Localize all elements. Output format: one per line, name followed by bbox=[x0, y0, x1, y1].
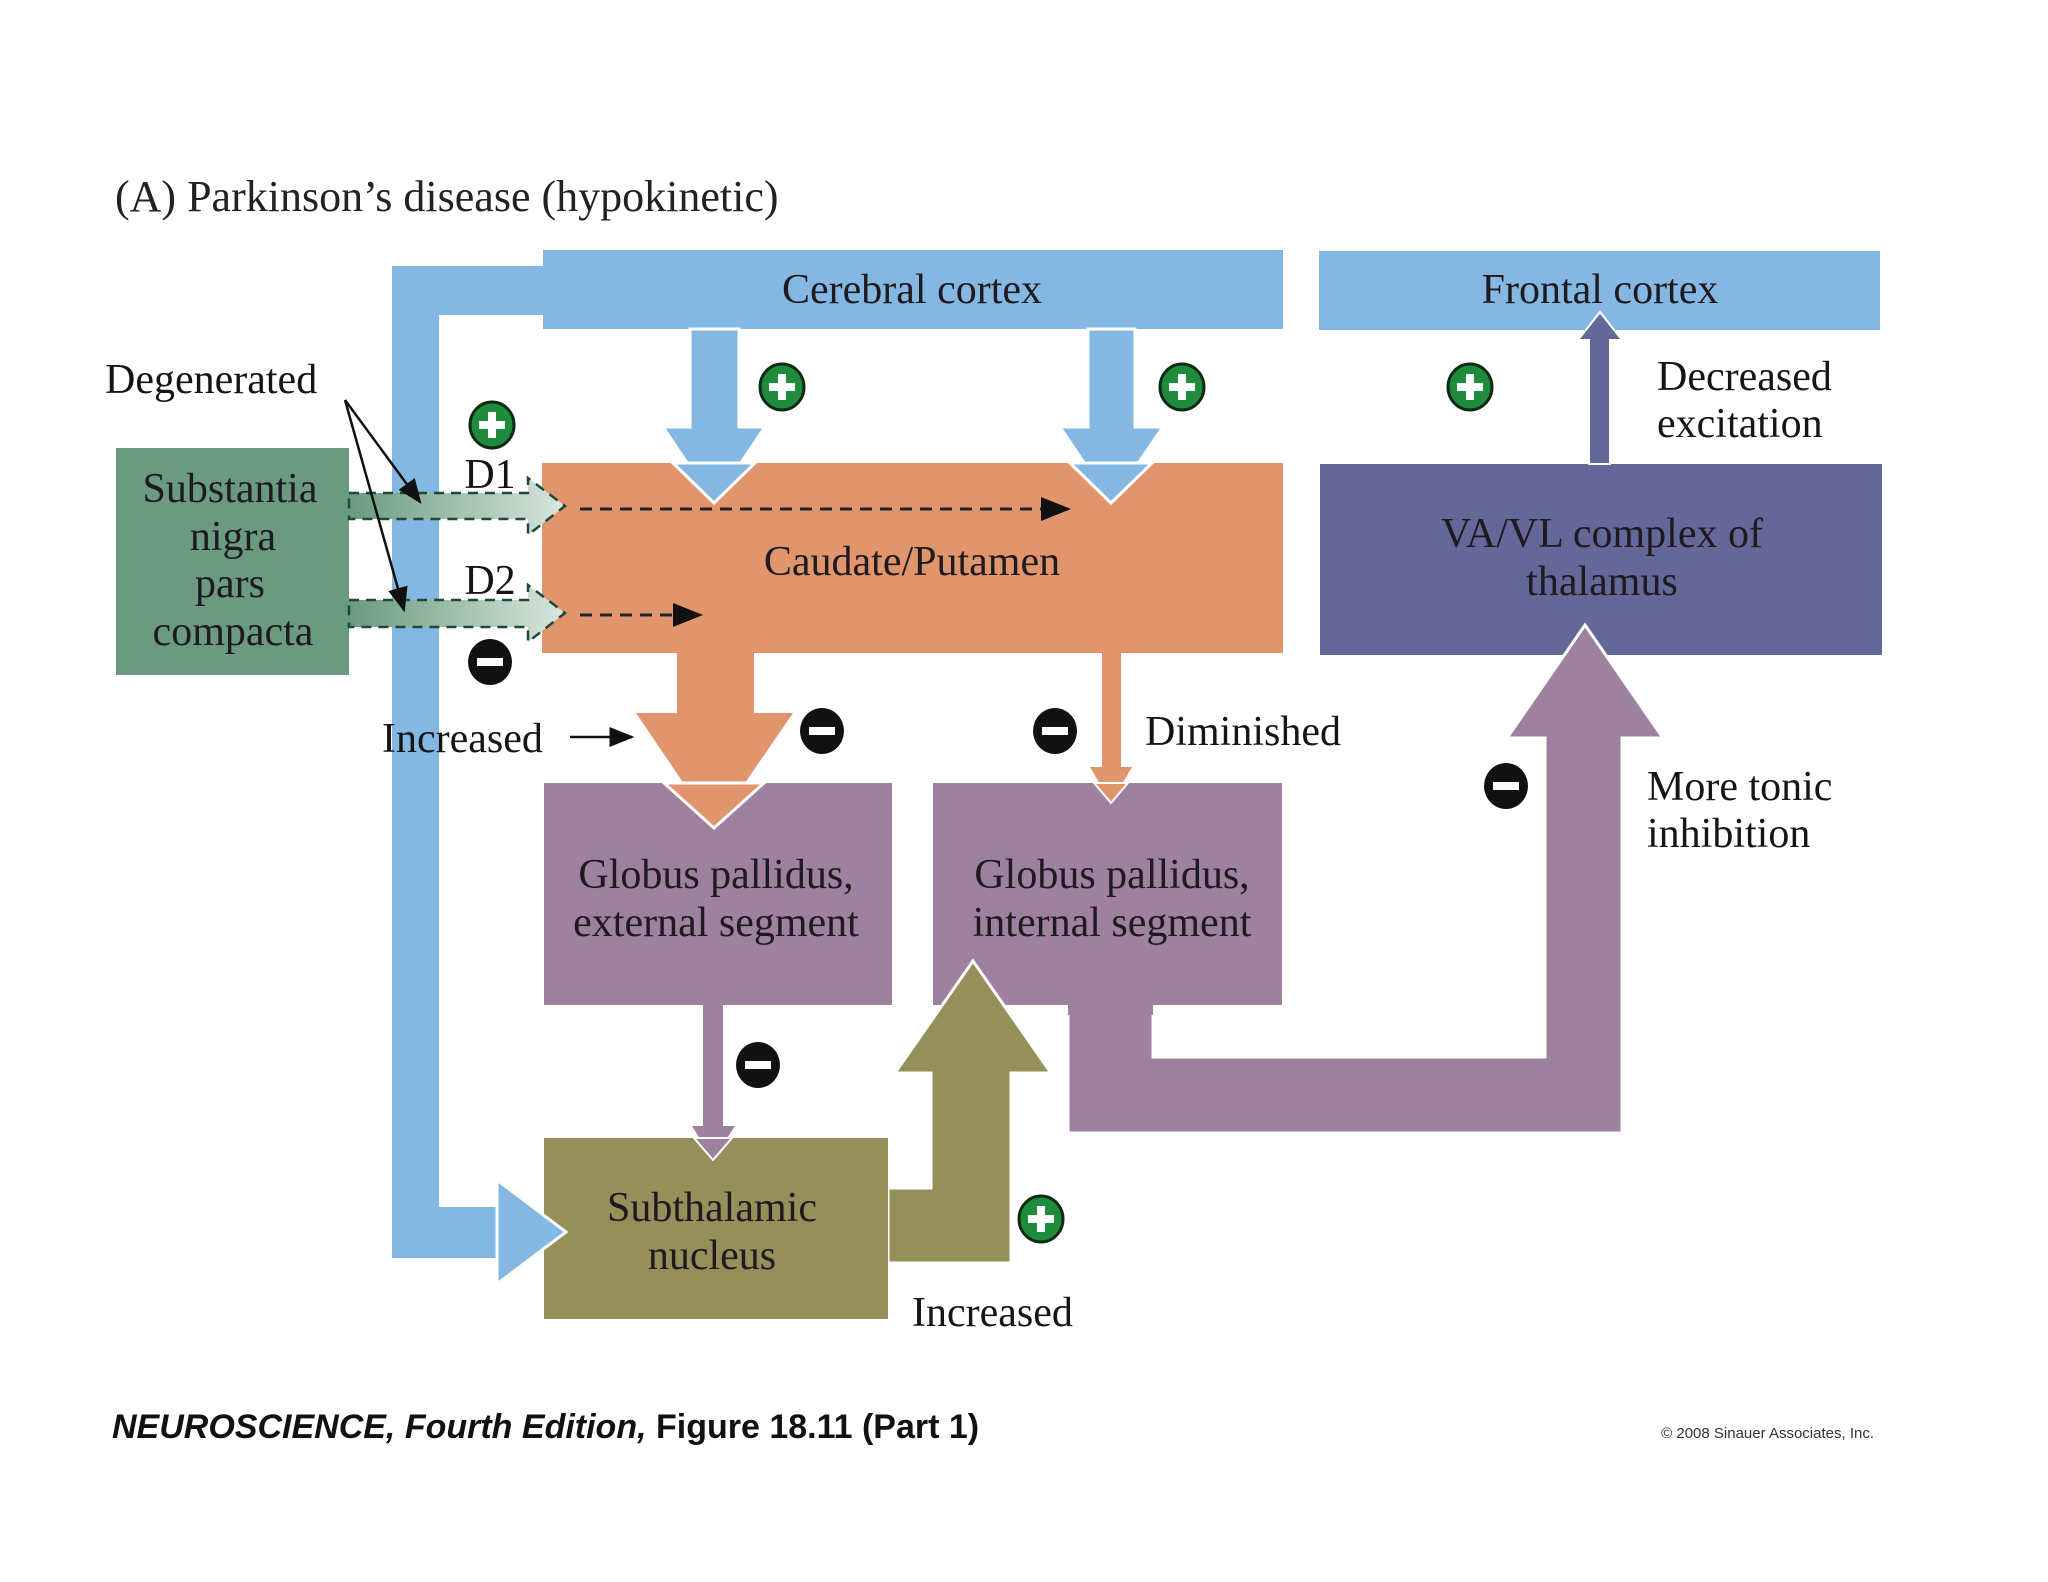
stn-label-line1: Subthalamic bbox=[607, 1185, 817, 1231]
frontal-cortex-label: Frontal cortex bbox=[1482, 267, 1719, 313]
gpi-label-line1: Globus pallidus, bbox=[974, 852, 1249, 898]
gpi-loop-join bbox=[1068, 995, 1153, 1015]
d2-label: D2 bbox=[464, 558, 515, 604]
thalamus-box bbox=[1320, 464, 1882, 655]
gpi-box bbox=[933, 783, 1282, 1005]
sign-horizontal-bar bbox=[769, 383, 795, 391]
d1-excitatory-sign-plus-icon: + bbox=[468, 400, 516, 450]
gpi-label-line2: internal segment bbox=[973, 900, 1252, 946]
cerebral-cortex-box bbox=[543, 250, 1283, 329]
increased-gpe-label: Increased bbox=[382, 716, 543, 762]
d2-inhibitory-sign-minus-icon: − bbox=[468, 639, 512, 685]
increased-stn-label: Increased bbox=[912, 1290, 1073, 1336]
caudate-to-gpe-arrow bbox=[636, 653, 793, 828]
cortex-right-excitatory-sign-plus-icon: + bbox=[1158, 362, 1206, 412]
caudate-to-gpi-arrow-tip bbox=[1091, 782, 1131, 805]
stn-gpi-excitatory-sign-plus-icon: + bbox=[1017, 1194, 1065, 1244]
sign-horizontal-bar bbox=[1457, 383, 1483, 391]
figure-title: (A) Parkinson’s disease (hypokinetic) bbox=[115, 172, 779, 221]
d1-dopamine-arrow bbox=[347, 475, 568, 538]
sign-horizontal-bar bbox=[1042, 727, 1068, 735]
gpe-stn-inhibitory-sign-minus-icon: − bbox=[736, 1042, 780, 1088]
diminished-label: Diminished bbox=[1145, 709, 1341, 755]
cortex-arrow-tip-right bbox=[1066, 461, 1156, 506]
snc-label-line4: compacta bbox=[153, 609, 314, 655]
sign-horizontal-bar bbox=[1493, 782, 1519, 790]
more-tonic-inhibition-line2: inhibition bbox=[1647, 811, 1810, 857]
stn-label-line2: nucleus bbox=[648, 1233, 776, 1279]
cortex-arrow-tip-left bbox=[669, 461, 759, 506]
cortex-to-stn-arrow-tip bbox=[495, 1176, 569, 1288]
more-tonic-inhibition-line1: More tonic bbox=[1647, 764, 1832, 810]
caudate-gpi-inhibitory-sign-minus-icon: − bbox=[1033, 708, 1077, 754]
synapse-signs: + − + + + − − − − + bbox=[468, 362, 1528, 1244]
stn-box bbox=[544, 1138, 888, 1319]
d1-label: D1 bbox=[464, 452, 515, 498]
thalamocortical-excitatory-sign-plus-icon: + bbox=[1446, 362, 1494, 412]
gpe-label-line1: Globus pallidus, bbox=[578, 852, 853, 898]
caudate-to-gpi-arrow bbox=[1090, 653, 1132, 803]
decreased-excitation-line1: Decreased bbox=[1657, 354, 1832, 400]
substantia-nigra-box bbox=[116, 448, 349, 675]
thalamus-label-line1: VA/VL complex of bbox=[1441, 511, 1763, 557]
gpe-to-stn-arrow bbox=[692, 1005, 735, 1160]
caudate-gpe-inhibitory-sign-minus-icon: − bbox=[800, 708, 844, 754]
caudate-putamen-label: Caudate/Putamen bbox=[764, 539, 1060, 585]
sign-horizontal-bar bbox=[745, 1061, 771, 1069]
snc-label-line1: Substantia bbox=[143, 466, 318, 512]
degenerated-pointer-d2 bbox=[343, 399, 408, 613]
degenerated-label: Degenerated bbox=[105, 357, 317, 403]
cerebral-cortex-label: Cerebral cortex bbox=[782, 267, 1042, 313]
decreased-excitation-line2: excitation bbox=[1657, 401, 1823, 447]
snc-label-line3: pars bbox=[195, 561, 265, 607]
cortex-left-excitatory-sign-plus-icon: + bbox=[758, 362, 806, 412]
snc-label-line2: nigra bbox=[190, 514, 277, 560]
d2-dopamine-arrow bbox=[347, 582, 568, 645]
gpi-thalamus-inhibitory-sign-minus-icon: − bbox=[1484, 763, 1528, 809]
gpe-label-line2: external segment bbox=[573, 900, 859, 946]
thalamus-label-line2: thalamus bbox=[1526, 559, 1678, 605]
sign-horizontal-bar bbox=[1169, 383, 1195, 391]
degenerated-pointer-d1 bbox=[343, 399, 422, 505]
gpe-to-stn-arrow-tip bbox=[691, 1137, 735, 1162]
stn-to-gpi-arrow bbox=[886, 958, 1054, 1265]
cortex-to-stn-pathway bbox=[392, 266, 566, 1284]
sign-horizontal-bar bbox=[1028, 1215, 1054, 1223]
figure-citation: NEUROSCIENCE, Fourth Edition, Figure 18.… bbox=[112, 1408, 979, 1446]
gpi-to-thalamus-pathway bbox=[1066, 622, 1666, 1135]
copyright-notice: © 2008 Sinauer Associates, Inc. bbox=[1661, 1425, 1874, 1442]
thalamus-to-frontal-arrow bbox=[1575, 310, 1625, 465]
caudate-putamen-box bbox=[542, 463, 1283, 653]
citation-figure: Figure 18.11 (Part 1) bbox=[647, 1408, 980, 1446]
sign-horizontal-bar bbox=[479, 421, 505, 429]
citation-book: NEUROSCIENCE, Fourth Edition, bbox=[112, 1408, 647, 1446]
sign-horizontal-bar bbox=[809, 727, 835, 735]
caudate-to-gpe-arrow-tip bbox=[660, 781, 768, 831]
sign-horizontal-bar bbox=[477, 658, 503, 666]
